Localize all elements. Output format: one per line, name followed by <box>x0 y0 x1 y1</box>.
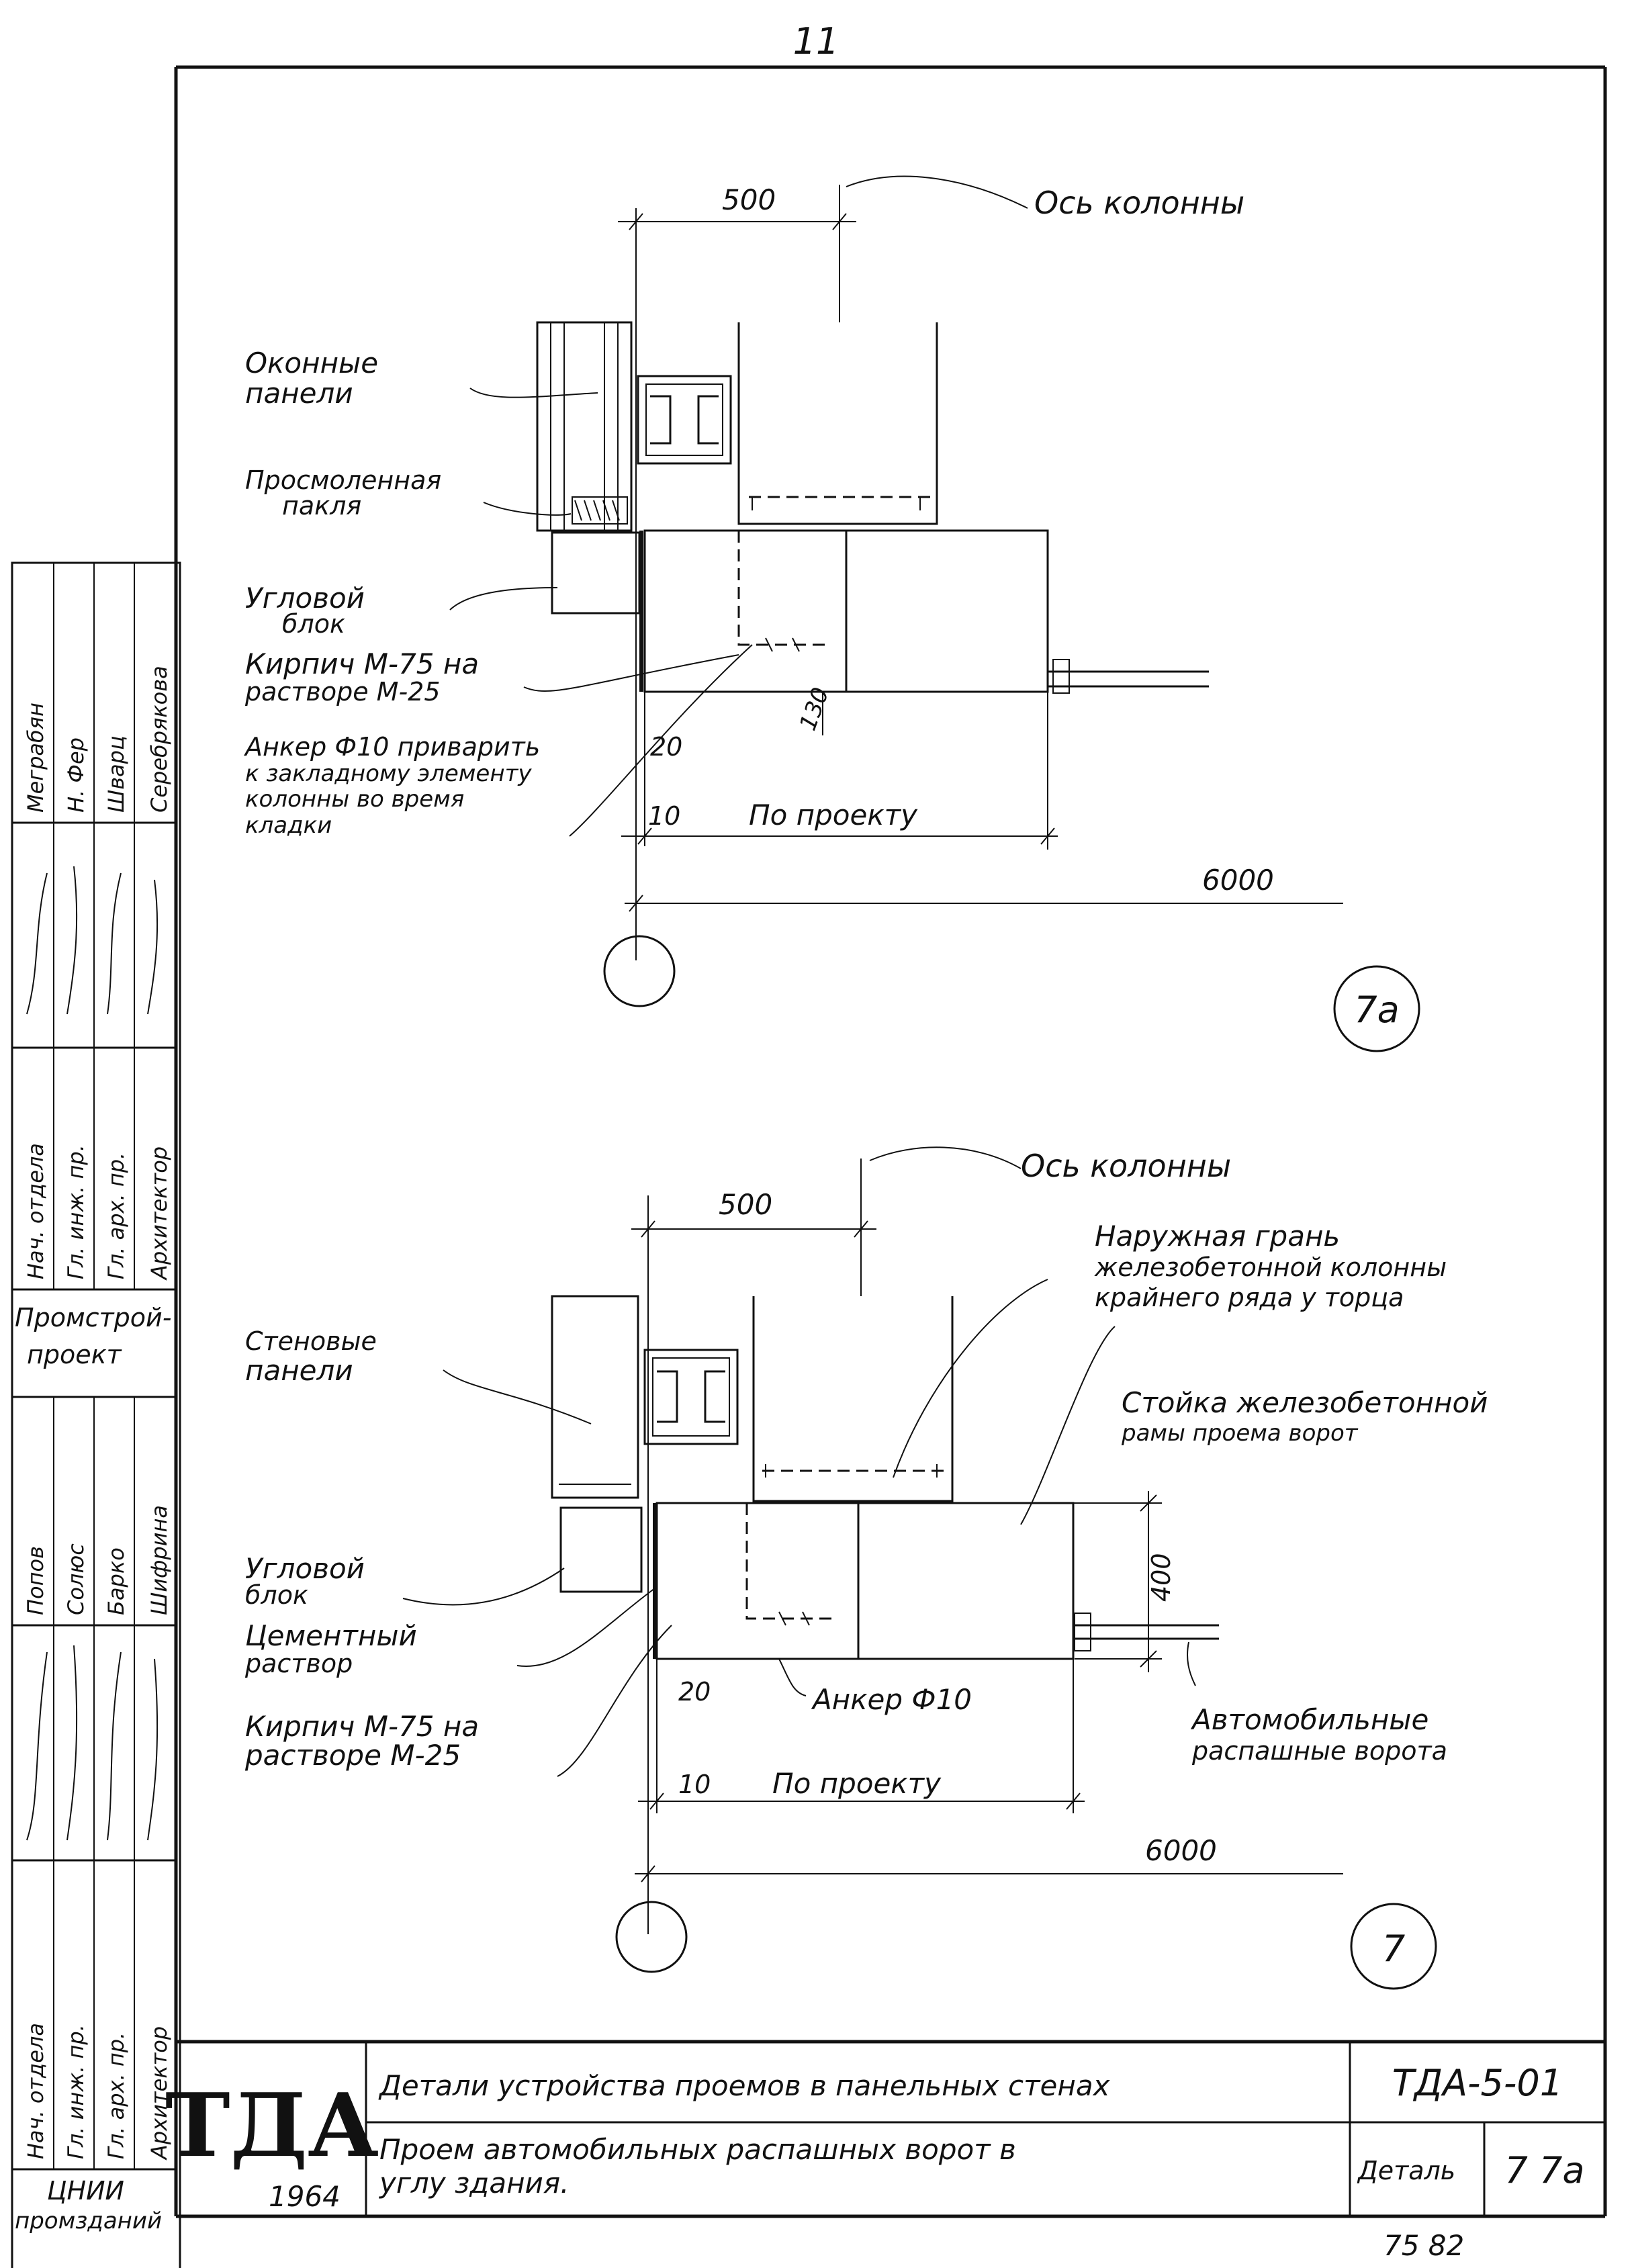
upper-name-3: Шварц <box>103 735 129 813</box>
label-outer-face-2: железобетонной колонны <box>1094 1253 1447 1282</box>
label-window-panels-2: панели <box>245 377 353 410</box>
door-stub-7a <box>1048 659 1209 694</box>
label-anchor-7: Анкер Ф10 <box>811 1683 972 1716</box>
label-post-2: рамы проема ворот <box>1121 1420 1359 1447</box>
label-brick-7a-1: Кирпич М-75 на <box>245 647 479 680</box>
detail-marker-7a: 7a <box>1333 965 1420 1052</box>
detail-7: Ось колонны 500 Наружная грань железобет… <box>244 1146 1488 1990</box>
upper-org-1: Промстрой- <box>15 1303 171 1332</box>
lower-role-4: Архитектор <box>146 2026 172 2161</box>
lower-org-1: ЦНИИ <box>47 2176 124 2206</box>
label-corner-block-7a-1: Угловой <box>245 582 365 615</box>
lower-role-2: Гл. инж. пр. <box>63 2024 89 2159</box>
wall-panel-7 <box>551 1295 639 1499</box>
svg-text:7a: 7a <box>1354 989 1399 1031</box>
label-anchor-7a-1: Анкер Ф10 приварить <box>243 732 540 762</box>
dim-by-project-7a: По проекту <box>749 799 918 831</box>
dim-500-7a: 500 <box>722 183 776 216</box>
detail-marker-7: 7 <box>1350 1903 1437 1990</box>
dim-6000-7: 6000 <box>1145 1834 1217 1867</box>
label-post-1: Стойка железобетонной <box>1122 1386 1488 1419</box>
lower-name-4: Шифрина <box>146 1505 172 1615</box>
lower-name-1: Попов <box>23 1546 48 1615</box>
title-sub-1: Проем автомобильных распашных ворот в <box>379 2133 1016 2166</box>
label-anchor-7a-4: кладки <box>245 812 332 839</box>
label-wall-panels-2: панели <box>245 1354 353 1387</box>
dim-400-7: 400 <box>1146 1553 1176 1602</box>
label-gates-2: распашные ворота <box>1191 1736 1447 1766</box>
label-anchor-7a-3: колонны во время <box>245 786 464 813</box>
corner-block-7a <box>551 531 641 615</box>
dim-6000-7a: 6000 <box>1202 864 1274 897</box>
label-anchor-7a-2: к закладному элементу <box>245 760 532 787</box>
upper-role-2: Гл. инж. пр. <box>63 1144 89 1279</box>
label-tarred-tow-1: Просмоленная <box>245 465 441 495</box>
dim-10-7: 10 <box>678 1770 711 1799</box>
label-brick-7-2: растворе М-25 <box>244 1739 461 1772</box>
handwritten-ref: 75 82 <box>1383 2229 1464 2262</box>
label-cement-2: раствор <box>244 1649 353 1678</box>
axis-circle-7 <box>615 1901 688 1973</box>
concrete-post-7 <box>857 1502 1075 1660</box>
column-7a <box>737 322 938 525</box>
axis-circle-7a <box>603 935 676 1007</box>
upper-name-1: Меграбян <box>23 702 48 813</box>
label-window-panels-1: Оконные <box>245 347 378 379</box>
lower-role-3: Гл. арх. пр. <box>103 2032 129 2159</box>
axis-label-7a: Ось колонны <box>1034 185 1244 221</box>
title-sub-2: углу здания. <box>378 2167 569 2199</box>
lower-role-1: Нач. отдела <box>23 2023 48 2159</box>
side-stamp: Меграбян Н. Фер Шварц Серебрякова Нач. о… <box>11 561 181 2268</box>
upper-name-4: Серебрякова <box>146 666 172 813</box>
svg-text:7: 7 <box>1382 1927 1405 1970</box>
dim-20-7: 20 <box>678 1677 711 1707</box>
title-main: Детали устройства проемов в панельных ст… <box>378 2069 1111 2102</box>
detail-7a: Ось колонны 500 Оконные панели Просмолен… <box>243 175 1420 1052</box>
lower-name-2: Солюс <box>63 1543 89 1615</box>
label-corner-block-7a-2: блок <box>282 609 345 639</box>
title-detail-number: 7 7а <box>1505 2149 1585 2191</box>
gate-leaf-7 <box>1073 1613 1219 1651</box>
title-year: 1964 <box>269 2180 341 2213</box>
upper-role-3: Гл. арх. пр. <box>103 1152 129 1279</box>
dim-10-7a: 10 <box>648 801 680 831</box>
label-corner-block-7-1: Угловой <box>245 1552 365 1585</box>
label-cement-1: Цементный <box>245 1619 417 1652</box>
title-detail-label: Деталь <box>1357 2156 1455 2185</box>
lower-name-3: Барко <box>103 1547 129 1615</box>
column-7 <box>752 1296 954 1502</box>
page-number: 11 <box>793 20 839 62</box>
title-logo: ТДА <box>165 2074 379 2177</box>
axis-label-7: Ось колонны <box>1021 1148 1231 1184</box>
label-brick-7-1: Кирпич М-75 на <box>245 1710 479 1743</box>
label-outer-face-3: крайнего ряда у торца <box>1095 1283 1404 1312</box>
concrete-7a <box>845 529 1049 693</box>
title-block: ТДА 1964 Детали устройства проемов в пан… <box>165 2040 1605 2216</box>
dim-20-7a: 20 <box>650 732 682 762</box>
steel-post-7a <box>637 375 732 465</box>
label-wall-panels-1: Стеновые <box>245 1326 377 1356</box>
lower-org-2: промзданий <box>15 2208 162 2234</box>
label-brick-7a-2: растворе М-25 <box>244 677 441 707</box>
brick-7 <box>655 1502 860 1660</box>
steel-post-7 <box>643 1349 739 1445</box>
sheet-frame <box>174 65 1607 2218</box>
corner-block-7 <box>559 1506 643 1593</box>
label-outer-face-1: Наружная грань <box>1095 1220 1340 1253</box>
window-panel-7a <box>536 321 633 532</box>
label-tarred-tow-2: пакля <box>282 491 361 520</box>
dim-500-7: 500 <box>719 1188 772 1221</box>
upper-role-4: Архитектор <box>146 1146 172 1281</box>
label-corner-block-7-2: блок <box>245 1580 308 1610</box>
title-code: ТДА-5-01 <box>1392 2062 1563 2104</box>
upper-role-1: Нач. отдела <box>23 1143 48 1279</box>
upper-org-2: проект <box>27 1340 123 1369</box>
label-gates-1: Автомобильные <box>1190 1703 1428 1736</box>
dim-by-project-7: По проекту <box>772 1767 942 1800</box>
upper-name-2: Н. Фер <box>63 737 89 813</box>
